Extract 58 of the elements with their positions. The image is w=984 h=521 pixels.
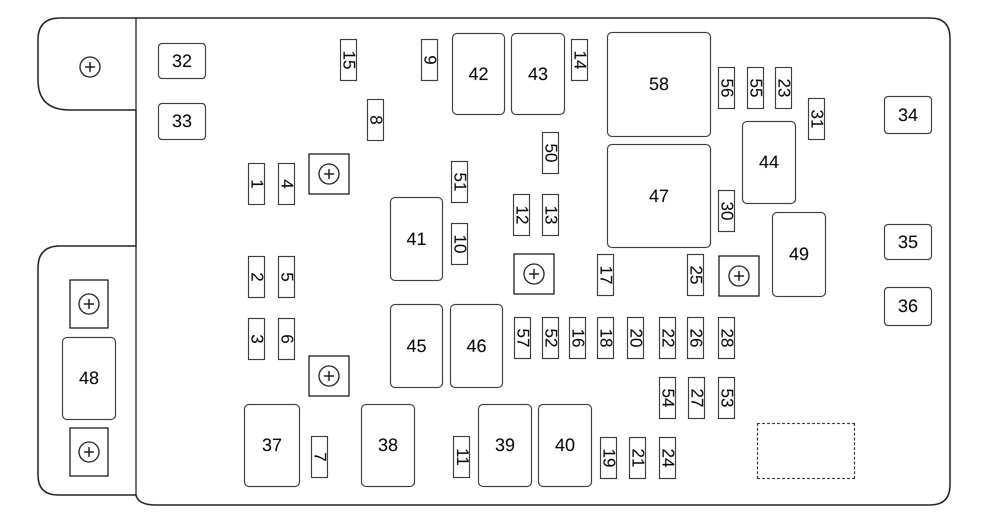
fuse: 54 xyxy=(659,377,676,419)
relay: 48 xyxy=(62,337,116,420)
fuse: 24 xyxy=(659,437,676,479)
fuse: 9 xyxy=(421,39,438,81)
relay: 58 xyxy=(607,32,711,137)
fuse: 2 xyxy=(248,256,265,298)
fuse: 55 xyxy=(747,67,764,109)
fuse: 15 xyxy=(340,39,357,81)
fuse: 11 xyxy=(453,436,470,478)
fuse: 22 xyxy=(659,317,676,359)
relay: 46 xyxy=(450,304,503,388)
relay: 44 xyxy=(742,121,796,204)
fuse: 14 xyxy=(571,39,588,81)
fuse: 30 xyxy=(718,190,735,232)
fuse: 26 xyxy=(687,317,704,359)
relay: 41 xyxy=(390,197,443,281)
relay: 40 xyxy=(538,404,592,487)
fuse: 21 xyxy=(629,437,646,479)
fuse: 27 xyxy=(688,377,705,419)
fuse: 16 xyxy=(569,317,586,359)
fuse: 6 xyxy=(278,318,295,360)
terminal-block: 35 xyxy=(884,224,932,260)
fuse: 50 xyxy=(542,132,559,174)
fuse: 3 xyxy=(248,318,265,360)
relay: 49 xyxy=(772,212,826,297)
terminal-block: 36 xyxy=(884,287,932,326)
fuse: 31 xyxy=(808,98,825,140)
relay: 43 xyxy=(511,33,565,115)
fuse: 1 xyxy=(248,163,265,205)
fuse: 19 xyxy=(600,437,617,479)
fuse: 13 xyxy=(542,194,559,236)
fuse: 25 xyxy=(687,254,704,296)
relay: 45 xyxy=(390,304,443,388)
fuse: 52 xyxy=(542,317,559,359)
fuse: 51 xyxy=(451,161,468,203)
fuse: 7 xyxy=(311,436,328,478)
terminal-block: 32 xyxy=(158,43,206,79)
terminal-block: 33 xyxy=(158,103,206,140)
fuse: 53 xyxy=(718,377,735,419)
relay: 39 xyxy=(478,404,532,487)
fuse: 5 xyxy=(278,256,295,298)
fuse: 56 xyxy=(718,67,735,109)
fuse: 28 xyxy=(718,317,735,359)
fuse: 10 xyxy=(451,223,468,265)
fuse: 20 xyxy=(627,317,644,359)
fuse: 12 xyxy=(513,194,530,236)
fuse: 57 xyxy=(514,317,531,359)
dashed-outline xyxy=(757,423,855,479)
relay: 47 xyxy=(607,144,711,248)
relay: 37 xyxy=(244,404,300,487)
fuse: 8 xyxy=(367,99,384,141)
terminal-block: 34 xyxy=(884,96,932,134)
fuse: 4 xyxy=(278,163,295,205)
fuse: 17 xyxy=(597,254,614,296)
relay: 42 xyxy=(452,33,505,115)
relay: 38 xyxy=(361,404,415,487)
fuse: 23 xyxy=(775,67,792,109)
fuse: 18 xyxy=(597,317,614,359)
